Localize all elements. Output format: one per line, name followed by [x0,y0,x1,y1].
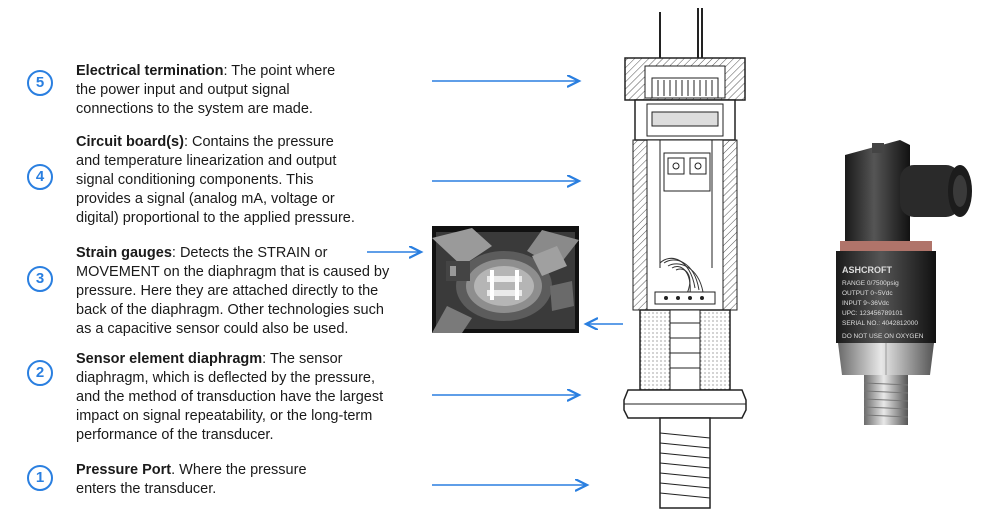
callout-text: Sensor element diaphragm: The sensor dia… [76,351,384,443]
callout-text: Circuit board(s): Contains the pressure … [76,134,355,226]
number-badge: 3 [27,266,53,292]
number-badge: 2 [27,360,53,386]
callout-text: Strain gauges: Detects the STRAIN or MOV… [76,245,390,337]
number-badge: 1 [27,465,53,491]
svg-text:DO NOT USE ON OXYGEN: DO NOT USE ON OXYGEN [842,333,924,340]
svg-text:ASHCROFT: ASHCROFT [842,265,892,275]
callout-text: Pressure Port. Where the pressure enters… [76,462,307,497]
svg-text:UPC: 123456789101: UPC: 123456789101 [842,310,903,317]
callout-title: Electrical termination [76,63,224,79]
callout-title: Sensor element diaphragm [76,351,263,367]
svg-text:RANGE 0/7500psig: RANGE 0/7500psig [842,280,899,287]
strain-gauge-photo [432,226,579,333]
svg-text:OUTPUT 0~5Vdc: OUTPUT 0~5Vdc [842,290,893,297]
product-label: ASHCROFT RANGE 0/7500psig OUTPUT 0~5Vdc … [842,265,924,340]
transducer-cross-section [623,8,747,509]
callout-title: Circuit board(s) [76,134,184,150]
callout-title: Strain gauges [76,245,172,261]
svg-text:INPUT 9~36Vdc: INPUT 9~36Vdc [842,300,890,307]
number-badge: 4 [27,164,53,190]
transducer-product-photo: ASHCROFT RANGE 0/7500psig OUTPUT 0~5Vdc … [836,140,972,425]
number-badge: 5 [27,70,53,96]
svg-text:SERIAL NO.: 4042812000: SERIAL NO.: 4042812000 [842,320,918,327]
callout-text: Electrical termination: The point where … [76,63,336,117]
callout-title: Pressure Port [76,462,172,478]
